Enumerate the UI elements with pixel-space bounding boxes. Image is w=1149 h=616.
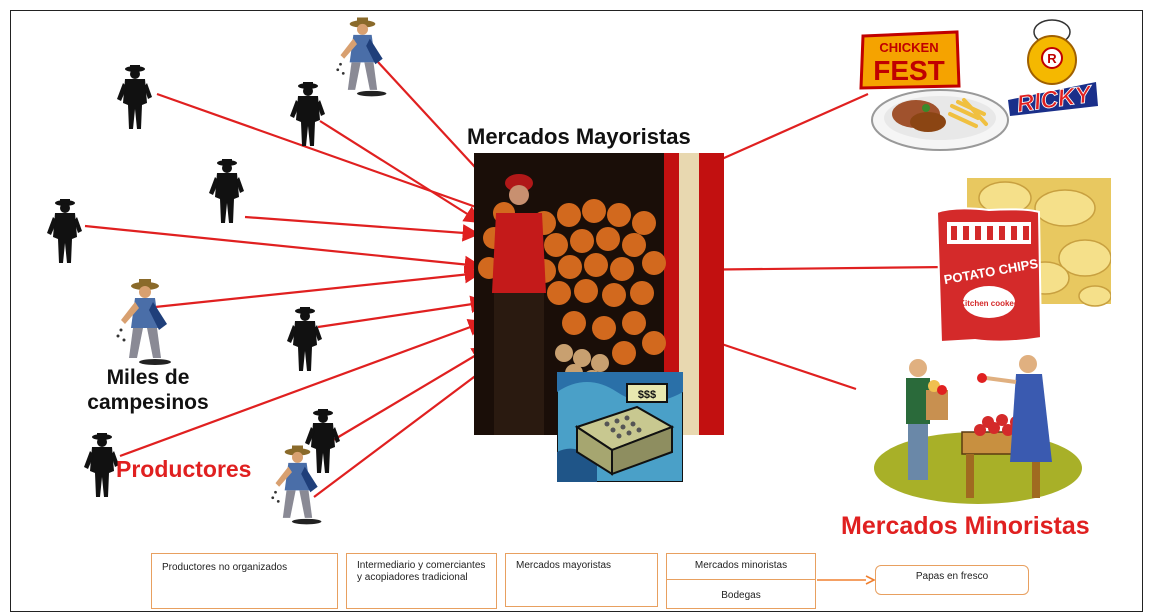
chain-box-mayoristas: Mercados mayoristas (505, 553, 658, 607)
svg-text:FEST: FEST (873, 55, 945, 86)
campesinos-label: Miles de campesinos (87, 366, 209, 414)
register-sign: $$$ (638, 389, 656, 401)
retail-market-illustration (870, 350, 1090, 515)
chicken-fest-logo: CHICKEN FEST (859, 30, 963, 95)
svg-text:R: R (1047, 51, 1057, 66)
productores-label: Productores (116, 456, 252, 482)
chain-arrow (817, 575, 876, 585)
chips-bag-subtext: Kitchen cooked (959, 299, 1019, 308)
ricky-logo: R RICKY (1002, 12, 1102, 123)
diagram-frame (10, 10, 1143, 612)
chain-box-papas-fresco: Papas en fresco (875, 565, 1029, 595)
chain-box-productores: Productores no organizados (151, 553, 338, 609)
svg-text:RICKY: RICKY (1015, 81, 1095, 118)
chain-box-bodegas: Bodegas (721, 590, 761, 601)
chain-box-minoristas-group: Mercados minoristas Bodegas (666, 553, 816, 609)
svg-text:CHICKEN: CHICKEN (879, 40, 938, 55)
chain-box-minoristas: Mercados minoristas (667, 554, 815, 580)
cash-register-icon: $$$ (556, 371, 684, 483)
retail-market-title: Mercados Minoristas (841, 512, 1090, 540)
producer-arrows (84, 61, 949, 498)
potato-chips-image: POTATO CHIPS Kitchen cooked (935, 178, 1112, 349)
chicken-plate-image (868, 78, 1018, 161)
wholesale-market-title: Mercados Mayoristas (467, 124, 691, 149)
chain-box-intermediario: Intermediario y comerciantes y acopiador… (346, 553, 497, 609)
producer-figures (47, 17, 387, 525)
